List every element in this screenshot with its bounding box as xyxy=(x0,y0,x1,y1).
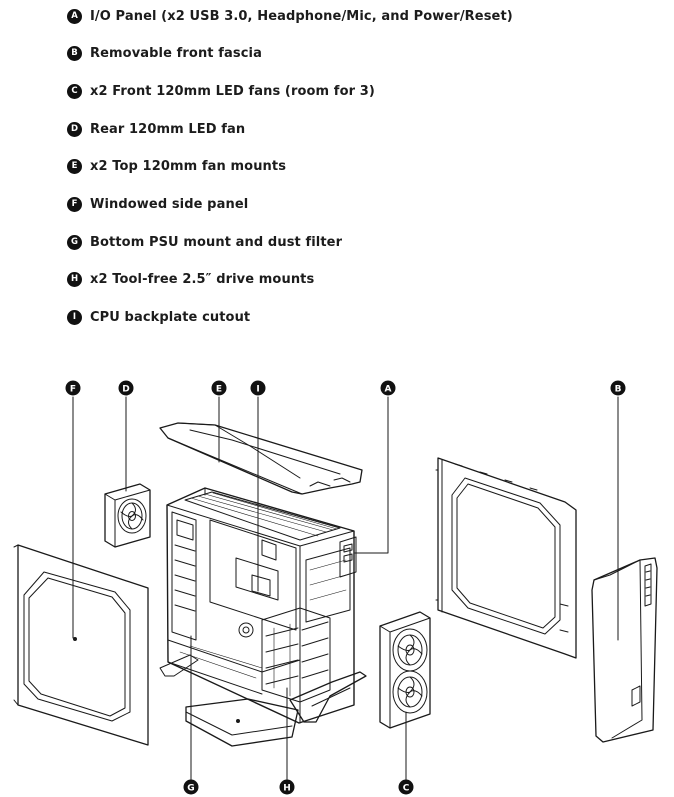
marker-e-label: E xyxy=(216,384,222,394)
marker-b: B xyxy=(610,380,626,396)
legend-badge-e: E xyxy=(67,158,82,174)
legend-text-g: Bottom PSU mount and dust filter xyxy=(90,234,343,250)
marker-i: I xyxy=(250,380,266,396)
front-fans xyxy=(379,611,431,729)
marker-c: C xyxy=(398,779,414,795)
marker-h-label: H xyxy=(283,783,291,793)
front-fascia xyxy=(591,557,658,743)
legend-badge-i: I xyxy=(67,309,82,325)
legend-badge-b: B xyxy=(67,45,82,61)
legend-item-h: H x2 Tool-free 2.5″ drive mounts xyxy=(67,269,314,289)
legend-item-g: G Bottom PSU mount and dust filter xyxy=(67,232,342,252)
legend-text-f: Windowed side panel xyxy=(90,196,249,212)
marker-g: G xyxy=(183,779,199,795)
legend-text-h: x2 Tool-free 2.5″ drive mounts xyxy=(90,271,315,287)
legend-badge-g: G xyxy=(67,234,82,250)
marker-e: E xyxy=(211,380,227,396)
legend-item-e: E x2 Top 120mm fan mounts xyxy=(67,156,286,176)
legend-badge-d: D xyxy=(67,121,82,137)
marker-g-label: G xyxy=(187,783,194,793)
rear-side-panel xyxy=(435,457,577,659)
legend-text-b: Removable front fascia xyxy=(90,45,262,61)
marker-f: F xyxy=(65,380,81,396)
legend-item-a: A I/O Panel (x2 USB 3.0, Headphone/Mic, … xyxy=(67,6,513,26)
leader-lines xyxy=(72,396,619,781)
marker-c-label: C xyxy=(403,783,410,793)
legend-text-i: CPU backplate cutout xyxy=(90,309,251,325)
rear-fan xyxy=(104,483,151,548)
marker-b-label: B xyxy=(615,384,622,394)
legend-badge-a: A xyxy=(67,8,82,24)
legend-item-b: B Removable front fascia xyxy=(67,43,262,63)
legend-item-f: F Windowed side panel xyxy=(67,194,248,214)
legend-text-a: I/O Panel (x2 USB 3.0, Headphone/Mic, an… xyxy=(90,8,513,24)
marker-d: D xyxy=(118,380,134,396)
marker-i-label: I xyxy=(256,384,259,394)
legend-text-e: x2 Top 120mm fan mounts xyxy=(90,158,287,174)
legend-badge-h: H xyxy=(67,271,82,287)
marker-a-label: A xyxy=(385,384,392,394)
legend-item-d: D Rear 120mm LED fan xyxy=(67,119,245,139)
main-chassis xyxy=(159,487,367,724)
marker-f-label: F xyxy=(70,384,76,394)
windowed-side-panel xyxy=(13,544,149,746)
marker-a: A xyxy=(380,380,396,396)
marker-h: H xyxy=(279,779,295,795)
legend-text-c: x2 Front 120mm LED fans (room for 3) xyxy=(90,83,375,99)
legend-item-c: C x2 Front 120mm LED fans (room for 3) xyxy=(67,81,375,101)
legend-badge-c: C xyxy=(67,83,82,99)
bottom-dust-filter xyxy=(185,698,299,747)
top-cover xyxy=(159,422,363,495)
marker-d-label: D xyxy=(122,384,129,394)
legend-text-d: Rear 120mm LED fan xyxy=(90,121,246,137)
legend-badge-f: F xyxy=(67,196,82,212)
legend-item-i: I CPU backplate cutout xyxy=(67,307,250,327)
